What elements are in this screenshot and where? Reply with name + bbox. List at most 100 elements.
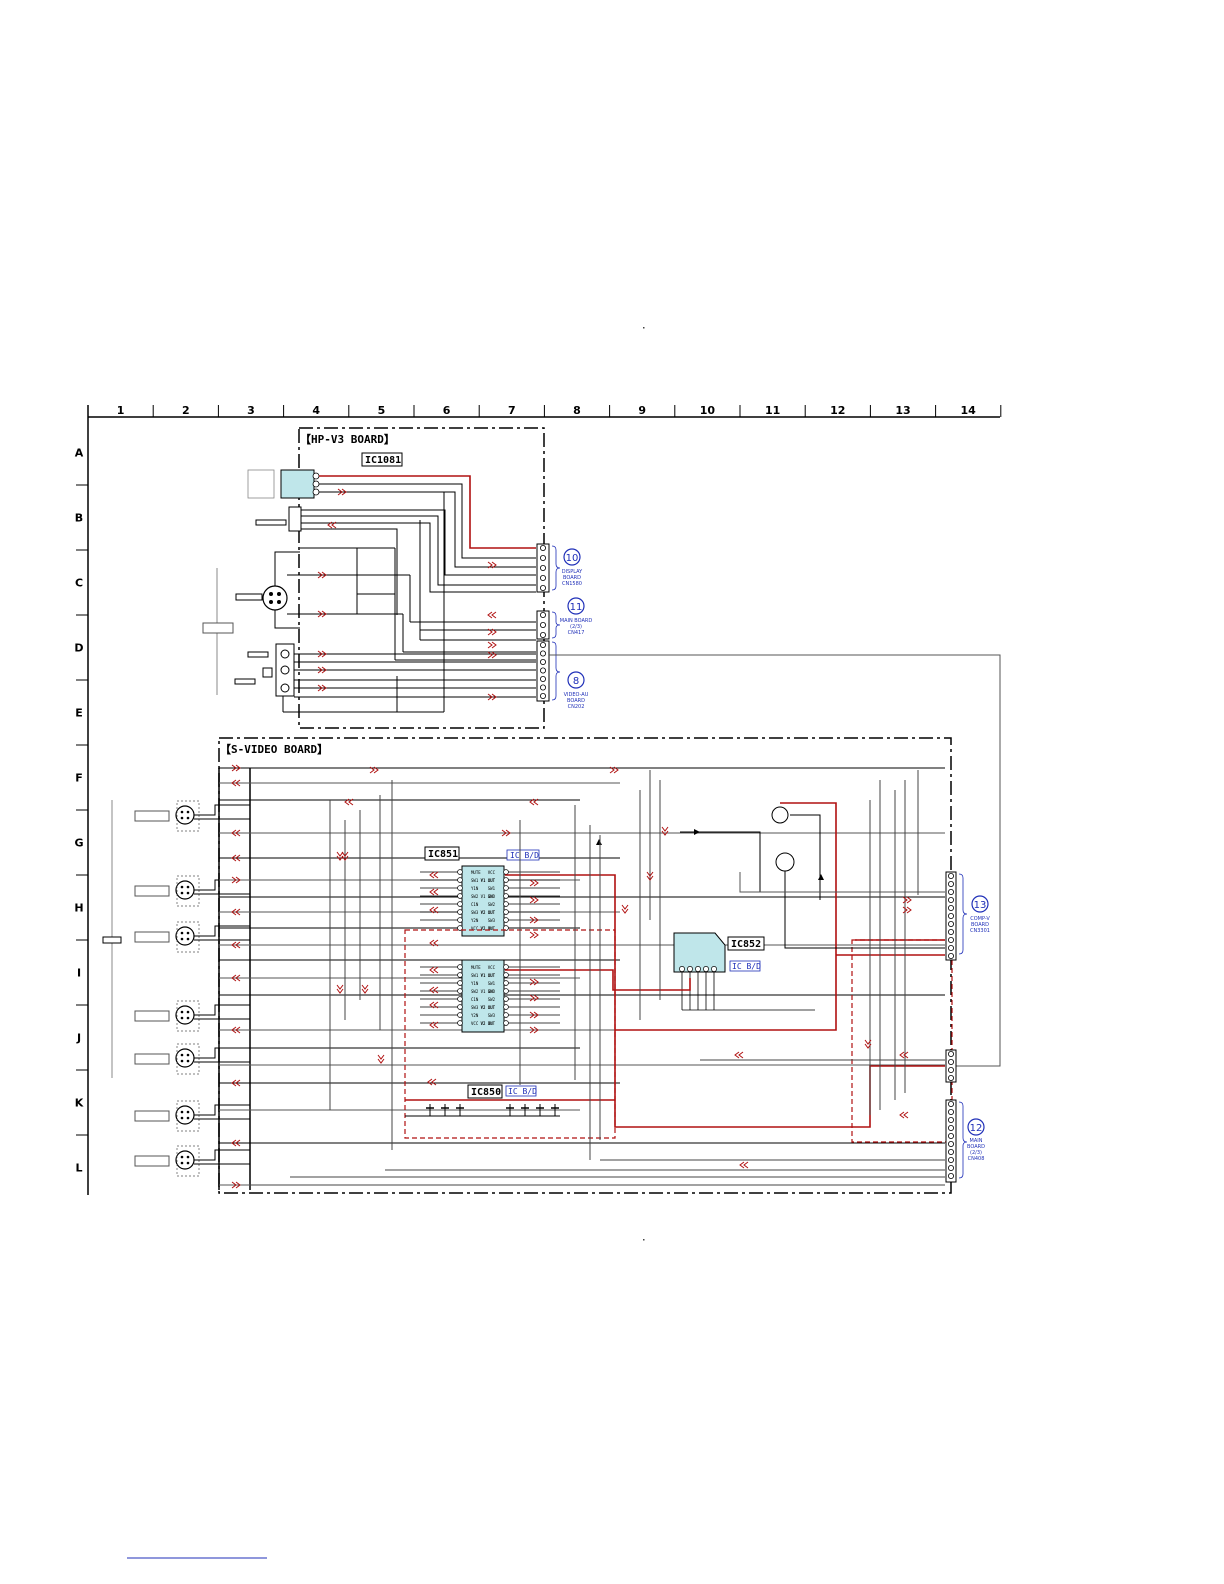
row-label: E bbox=[75, 707, 83, 720]
ic851-pin-label: Y1 OUT bbox=[481, 973, 496, 978]
ic851-pin-label: Y1N bbox=[471, 886, 479, 891]
ic851-pin-label: VCC V2 IN bbox=[471, 926, 493, 931]
connector-12-line2: BOARD bbox=[967, 1144, 985, 1150]
stray-dot bbox=[643, 327, 645, 329]
ic852-badge: IC B/D bbox=[732, 962, 761, 971]
ic1081-label: IC1081 bbox=[365, 455, 401, 466]
ic851-pin-label: Y2N bbox=[471, 1013, 479, 1018]
column-label: 14 bbox=[961, 404, 977, 417]
jack-label-box bbox=[234, 678, 256, 685]
connector-12-line1: MAIN bbox=[970, 1138, 983, 1144]
signal-wire bbox=[319, 491, 536, 568]
row-label: B bbox=[75, 512, 83, 525]
connector-cn408 bbox=[945, 1099, 957, 1183]
column-label: 5 bbox=[378, 404, 386, 417]
ic851-pin-label: MUTE bbox=[471, 870, 481, 875]
ic1081-body bbox=[280, 469, 315, 499]
row-label: G bbox=[74, 837, 83, 850]
column-label: 10 bbox=[700, 404, 716, 417]
s-video-board-title: 【S-VIDEO BOARD】 bbox=[220, 743, 328, 756]
ic851-pin-label: SW1 V1 OUT bbox=[471, 973, 496, 978]
transistor bbox=[771, 806, 789, 824]
ic851-pin-label: SW3 V2 OUT bbox=[471, 910, 496, 915]
ic851-label: IC851 bbox=[428, 849, 458, 860]
ic850-badge: IC B/D bbox=[508, 1087, 537, 1096]
ic851-pin-label: Y1N bbox=[471, 981, 479, 986]
row-label: C bbox=[75, 577, 83, 590]
column-label: 3 bbox=[247, 404, 255, 417]
ic851-badge: IC B/D bbox=[510, 851, 539, 860]
ic851-pin-label: V2 OUT bbox=[481, 1021, 496, 1026]
connector-11-line2: (2/3) bbox=[570, 624, 582, 630]
connector-8-number: 8 bbox=[573, 676, 579, 687]
ic851-pin-label: SW2 V1 IN bbox=[471, 989, 493, 994]
ic851-pin-label: MUTE bbox=[471, 965, 481, 970]
column-label: 8 bbox=[573, 404, 581, 417]
ic851-pin-label: GND bbox=[488, 894, 496, 899]
ic851-pin-label: V2 OUT bbox=[481, 926, 496, 931]
row-label: L bbox=[75, 1162, 82, 1175]
column-label: 12 bbox=[830, 404, 845, 417]
connector-11-number: 11 bbox=[570, 602, 583, 613]
row-label: A bbox=[75, 447, 84, 460]
ic851-pin-label: VCC bbox=[488, 965, 496, 970]
shield-area bbox=[851, 939, 953, 1143]
connector-13-number: 13 bbox=[974, 900, 987, 911]
row-label: J bbox=[76, 1032, 81, 1045]
signal-wire bbox=[319, 483, 536, 559]
row-label: D bbox=[74, 642, 83, 655]
ic852-label-box bbox=[727, 936, 765, 951]
power-line bbox=[319, 475, 536, 549]
connector-10-line2: BOARD bbox=[563, 575, 581, 581]
ic851-pin-label: Y2 OUT bbox=[481, 910, 496, 915]
ic851-pin-label: SW2 V1 IN bbox=[471, 894, 493, 899]
ic1081-pin bbox=[312, 480, 320, 488]
column-label: 4 bbox=[312, 404, 320, 417]
ic851-pin-label: SW2 bbox=[488, 902, 496, 907]
connector-mid bbox=[945, 1049, 957, 1083]
column-label: 7 bbox=[508, 404, 516, 417]
signal-wire bbox=[301, 528, 398, 615]
column-label: 13 bbox=[895, 404, 910, 417]
hp-jack bbox=[288, 506, 302, 532]
grid-frame bbox=[76, 405, 1002, 1195]
column-label: 9 bbox=[638, 404, 646, 417]
connector-12-number: 12 bbox=[970, 1123, 983, 1134]
ic851-pin-label: VCC bbox=[488, 870, 496, 875]
ic850-label-box bbox=[467, 1084, 503, 1099]
ic851-pin-label: Y1 OUT bbox=[481, 878, 496, 883]
row-label: H bbox=[74, 902, 83, 915]
ic851-pin-label: SW2 bbox=[488, 997, 496, 1002]
stray-dot bbox=[643, 1239, 645, 1241]
ic851-pin-label: Y2N bbox=[471, 918, 479, 923]
hp-v3-board: 【HP-V3 BOARD】 IC1081 bbox=[202, 427, 1001, 1067]
connector-10-line1: DISPLAY bbox=[562, 569, 583, 575]
ic852-label: IC852 bbox=[731, 939, 761, 950]
s-video-jack bbox=[262, 585, 288, 611]
ic850-label: IC850 bbox=[471, 1087, 501, 1098]
ic851-pin-label: VCC V2 IN bbox=[471, 1021, 493, 1026]
ic851-label-box bbox=[424, 846, 460, 861]
hp-sensor-box bbox=[247, 469, 275, 499]
connector-10-number: 10 bbox=[566, 553, 579, 564]
s-video-board: 【S-VIDEO BOARD】 IC851 IC B/D MUTE VCC SW1 … bbox=[102, 737, 990, 1194]
connector-12-line4: CN408 bbox=[968, 1156, 985, 1162]
connector-12-line3: (2/3) bbox=[970, 1150, 982, 1156]
column-label: 1 bbox=[117, 404, 125, 417]
jack-label-box bbox=[247, 651, 269, 658]
ic851-pin-label: SW3 bbox=[488, 1013, 496, 1018]
row-label: I bbox=[77, 967, 81, 980]
ic851-body-2 bbox=[461, 959, 505, 1033]
connector-11-line3: CN417 bbox=[568, 630, 585, 636]
connector-8-line2: BOARD bbox=[567, 698, 585, 704]
ic851-body bbox=[461, 865, 505, 937]
jack-label-box bbox=[235, 593, 263, 601]
column-label: 6 bbox=[443, 404, 451, 417]
ic851-pin-label: GND bbox=[488, 989, 496, 994]
ic851-pin-label: SW1 bbox=[488, 886, 496, 891]
ic851-pin-label: Y2 OUT bbox=[481, 1005, 496, 1010]
connector-13-line3: CN3301 bbox=[970, 928, 990, 934]
